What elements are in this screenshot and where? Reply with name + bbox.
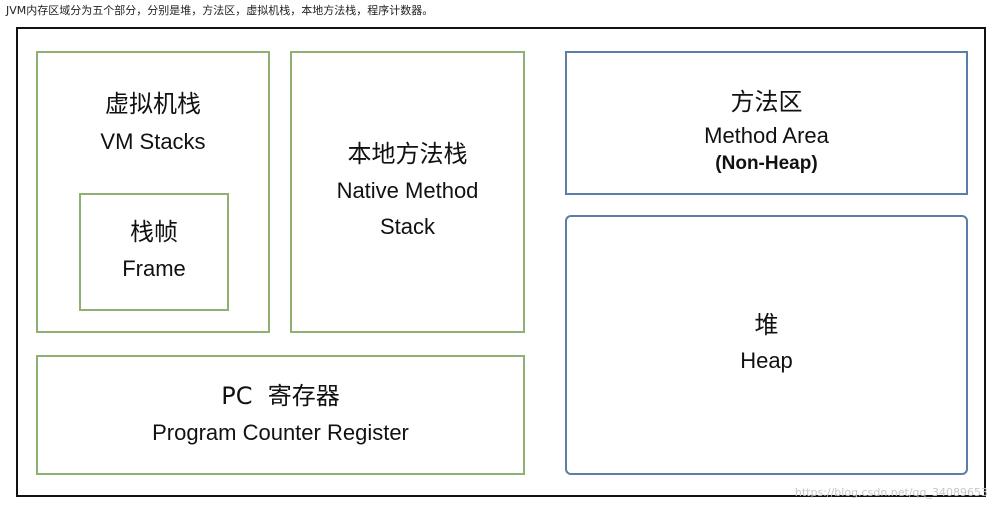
vm-stacks-en-label: VM Stacks xyxy=(100,129,206,154)
pc-register-en-label: Program Counter Register xyxy=(152,420,409,445)
vm-stacks-zh-label: 虚拟机栈 xyxy=(105,90,201,118)
native-method-stack-en-line2: Stack xyxy=(379,214,436,239)
method-area-zh-label: 方法区 xyxy=(730,88,803,116)
frame-en-label: Frame xyxy=(122,256,186,281)
pc-register-box: PC 寄存器 Program Counter Register xyxy=(36,355,525,475)
frame-zh-label: 栈帧 xyxy=(130,218,178,246)
method-area-note: (Non-Heap) xyxy=(715,153,818,174)
method-area-en-label: Method Area xyxy=(704,123,829,148)
frame-box: 栈帧 Frame xyxy=(79,193,229,311)
native-method-stack-zh-label: 本地方法栈 xyxy=(347,140,468,168)
watermark: https://blog.csdn.net/qq_34089653 xyxy=(794,486,988,499)
pc-register-zh-label: PC 寄存器 xyxy=(221,382,340,410)
native-method-stack-en-line1: Native Method xyxy=(336,178,479,203)
native-method-stack-box: 本地方法栈 Native Method Stack xyxy=(290,51,525,333)
vm-stacks-box: 虚拟机栈 VM Stacks xyxy=(36,51,270,333)
heap-box: 堆 Heap xyxy=(565,215,968,475)
method-area-box: 方法区 Method Area (Non-Heap) xyxy=(565,51,968,195)
jvm-memory-frame xyxy=(16,27,986,497)
heap-zh-label: 堆 xyxy=(754,311,779,339)
heap-en-label: Heap xyxy=(740,348,793,373)
diagram-caption: JVM内存区域分为五个部分，分别是堆，方法区，虚拟机栈，本地方法栈，程序计数器。 xyxy=(6,4,434,17)
